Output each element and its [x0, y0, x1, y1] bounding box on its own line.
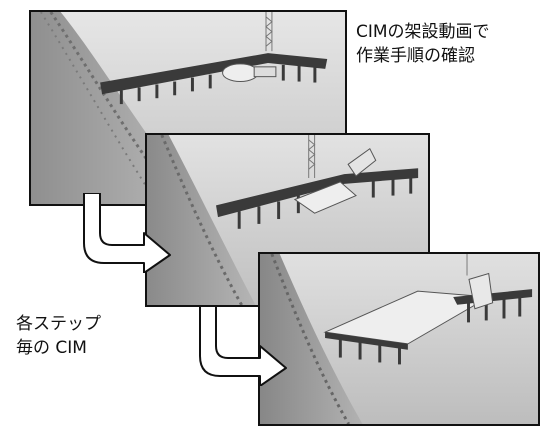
- curved-down-right-arrow-icon: [199, 306, 287, 386]
- scene-panel-step-3: [258, 252, 540, 426]
- scene-render-3: [260, 254, 538, 424]
- caption-left-line-2: 毎の CIM: [16, 338, 87, 358]
- caption-workflow-confirmation: CIMの架設動画で 作業手順の確認: [356, 20, 490, 68]
- caption-top-line-1: CIMの架設動画で: [356, 22, 490, 42]
- caption-left-line-1: 各ステップ: [16, 314, 101, 334]
- caption-step-cim: 各ステップ 毎の CIM: [16, 312, 101, 360]
- curved-down-right-arrow-icon: [83, 193, 171, 273]
- caption-top-line-2: 作業手順の確認: [356, 46, 475, 66]
